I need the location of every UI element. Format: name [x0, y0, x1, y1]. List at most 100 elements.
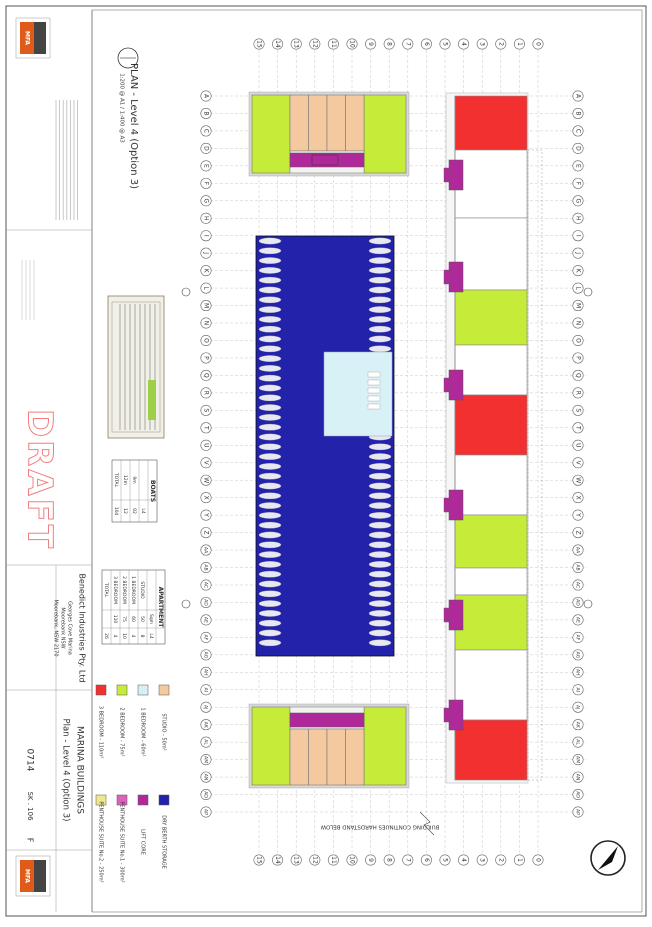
grid-bubble-AE-left [200, 614, 212, 626]
legend-label-0: STUDIO - 50m² [161, 713, 167, 750]
boat-berth-east-21 [368, 443, 392, 451]
grid-bubble-AM-right [572, 754, 584, 766]
grid-bubble-V-left [200, 457, 212, 469]
unit-1bed-8 [454, 567, 528, 596]
grid-label-13: 13 [293, 856, 300, 864]
grid-label-Z: Z [203, 531, 210, 535]
grid-bubble-11-bottom [327, 854, 339, 866]
boat-berth-west-35 [258, 580, 282, 588]
logo-dark-0 [34, 22, 46, 54]
grid-label-9: 9 [367, 42, 374, 46]
grid-bubble-F-left [200, 177, 212, 189]
boat-berth-west-2 [258, 257, 282, 264]
grid-bubble-Q-right [572, 369, 584, 381]
boat-berth-west-41 [258, 639, 282, 647]
boat-berth-west-1 [258, 247, 282, 255]
logo-dark-1 [34, 860, 46, 892]
grid-bubble-K-right [572, 265, 584, 277]
grid-bubble-1-bottom [513, 854, 525, 866]
grid-label-11: 11 [330, 40, 337, 48]
grid-bubble-AG-right [572, 649, 584, 661]
boat-berth-east-29 [368, 521, 392, 529]
boat-berth-west-20 [258, 433, 282, 441]
job-number: 0714 [25, 749, 35, 772]
grid-bubble-4-top [458, 38, 470, 50]
grid-bubble-10-top [346, 38, 358, 50]
grid-label-12: 12 [311, 40, 318, 48]
legend-swatch-6 [116, 794, 128, 806]
grid-bubble-AJ-left [200, 701, 212, 713]
grid-bubble-O-left [200, 334, 212, 346]
grid-label-F: F [203, 182, 210, 186]
unit-3bed-11 [454, 719, 528, 781]
grid-bubble-AN-right [572, 771, 584, 783]
boat-berth-east-6 [368, 296, 392, 304]
grid-label-S: S [203, 408, 210, 412]
grid-label-13: 13 [293, 40, 300, 48]
boat-berth-west-22 [258, 453, 282, 460]
boat-berth-west-34 [258, 570, 282, 578]
grid-label-X: X [203, 496, 210, 500]
boat-berth-west-31 [258, 541, 282, 549]
grid-bubble-AH-right [572, 666, 584, 678]
grid-label-2: 2 [497, 42, 504, 46]
grid-label-M: M [203, 303, 210, 308]
grid-label-AA: AA [203, 547, 209, 554]
apartment-cell-1-1: 50 [139, 616, 145, 622]
grid-label-5: 5 [442, 42, 449, 46]
boat-berth-west-36 [258, 590, 282, 598]
grid-label-L: L [203, 286, 210, 290]
plan-layer: BUILDING CONTINUES HARDSTAND BELOW [181, 91, 626, 876]
grid-label-A: A [203, 94, 210, 99]
boat-berth-east-8 [368, 316, 392, 323]
grid-label-7: 7 [404, 858, 411, 862]
drawing-name: Plan - Level 4 (Option 3) [61, 719, 71, 822]
boat-berth-east-2 [368, 257, 392, 264]
north-pavilion-2bed-b [363, 94, 407, 174]
grid-label-G: G [203, 198, 210, 203]
grid-bubble-V-right [572, 457, 584, 469]
lift-stair-0 [443, 167, 451, 183]
grid-bubble-Z-left [200, 527, 212, 539]
grid-label-N: N [203, 321, 210, 326]
apartment-cell-3-2: 10 [121, 633, 127, 639]
address-line-0: Georges Cove Marina [67, 601, 73, 655]
grid-bubble-12-bottom [309, 854, 321, 866]
grid-label-J: J [203, 251, 210, 254]
boat-berth-east-10 [368, 335, 392, 343]
grid-label-2: 2 [497, 858, 504, 862]
grid-label-Q: Q [203, 373, 210, 378]
grid-label-AP: AP [203, 809, 209, 815]
grid-label-W: W [203, 477, 210, 483]
lift-core-3 [448, 489, 464, 521]
unit-3bed-5 [454, 394, 528, 456]
boat-berth-west-19 [258, 423, 282, 431]
south-pavilion-studio-1 [308, 728, 328, 786]
legend-swatch-5 [137, 794, 149, 806]
grid-label-D: D [575, 146, 582, 151]
north-pavilion-studio-1 [308, 94, 328, 152]
grid-bubble-Y-left [200, 509, 212, 521]
grid-label-E: E [203, 164, 210, 168]
boat-berth-west-23 [258, 463, 282, 470]
boat-berth-east-41 [368, 639, 392, 647]
grid-label-L: L [575, 286, 582, 290]
grid-label-H: H [575, 216, 582, 221]
grid-bubble-AF-right [572, 631, 584, 643]
legend-label-4: DRY BERTH STORAGE [161, 815, 167, 869]
north-pavilion-studio-3 [345, 94, 365, 152]
grid-label-P: P [575, 356, 582, 360]
south-pavilion-2bed-b [363, 706, 407, 786]
north-pavilion-2bed-a [251, 94, 291, 174]
boat-berth-west-26 [258, 492, 282, 500]
boat-berth-east-39 [368, 619, 392, 627]
boats-frame [111, 459, 158, 523]
grid-label-3: 3 [479, 42, 486, 46]
grid-label-Y: Y [203, 512, 210, 517]
boat-berth-west-33 [258, 561, 282, 568]
boat-berth-east-23 [368, 463, 392, 470]
bay-marker-3 [367, 395, 381, 402]
boat-berth-west-40 [258, 629, 282, 637]
